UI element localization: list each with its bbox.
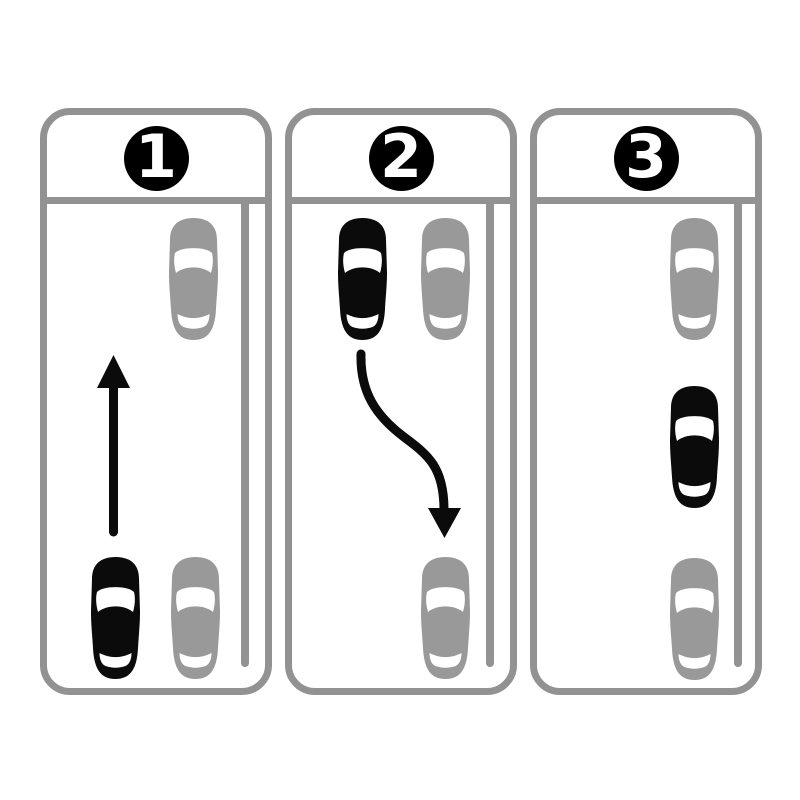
parked-car-gray-icon (666, 557, 723, 681)
parked-car-gray-icon (417, 217, 474, 341)
step-2-number: 2 (380, 122, 422, 192)
curb-line (734, 197, 742, 667)
step-1-number: 1 (135, 122, 177, 192)
panel-3-header: 3 (537, 115, 755, 204)
panel-1-header: 1 (47, 115, 265, 204)
parked-car-gray-icon (417, 556, 474, 680)
driver-car-black-icon (334, 217, 391, 341)
step-3-badge: 3 (613, 122, 679, 192)
parked-car-gray-icon (666, 217, 723, 341)
driver-car-black-icon (87, 556, 144, 680)
panel-3-scene (537, 197, 755, 688)
step-panel-1: 1 (40, 108, 272, 695)
up-arrow-icon (47, 204, 265, 688)
panel-2-header: 2 (292, 115, 510, 204)
panel-2-scene (292, 197, 510, 688)
step-panel-2: 2 (285, 108, 517, 695)
step-1-badge: 1 (123, 122, 189, 192)
driver-car-black-icon (666, 385, 723, 509)
parked-car-gray-icon (165, 217, 222, 341)
reverse-curve-arrow-icon (292, 204, 510, 688)
curb-line (241, 197, 249, 667)
parked-car-gray-icon (167, 556, 224, 680)
panel-1-scene (47, 197, 265, 688)
curb-line (486, 197, 494, 667)
step-3-number: 3 (625, 122, 667, 192)
step-panel-3: 3 (530, 108, 762, 695)
step-2-badge: 2 (368, 122, 434, 192)
